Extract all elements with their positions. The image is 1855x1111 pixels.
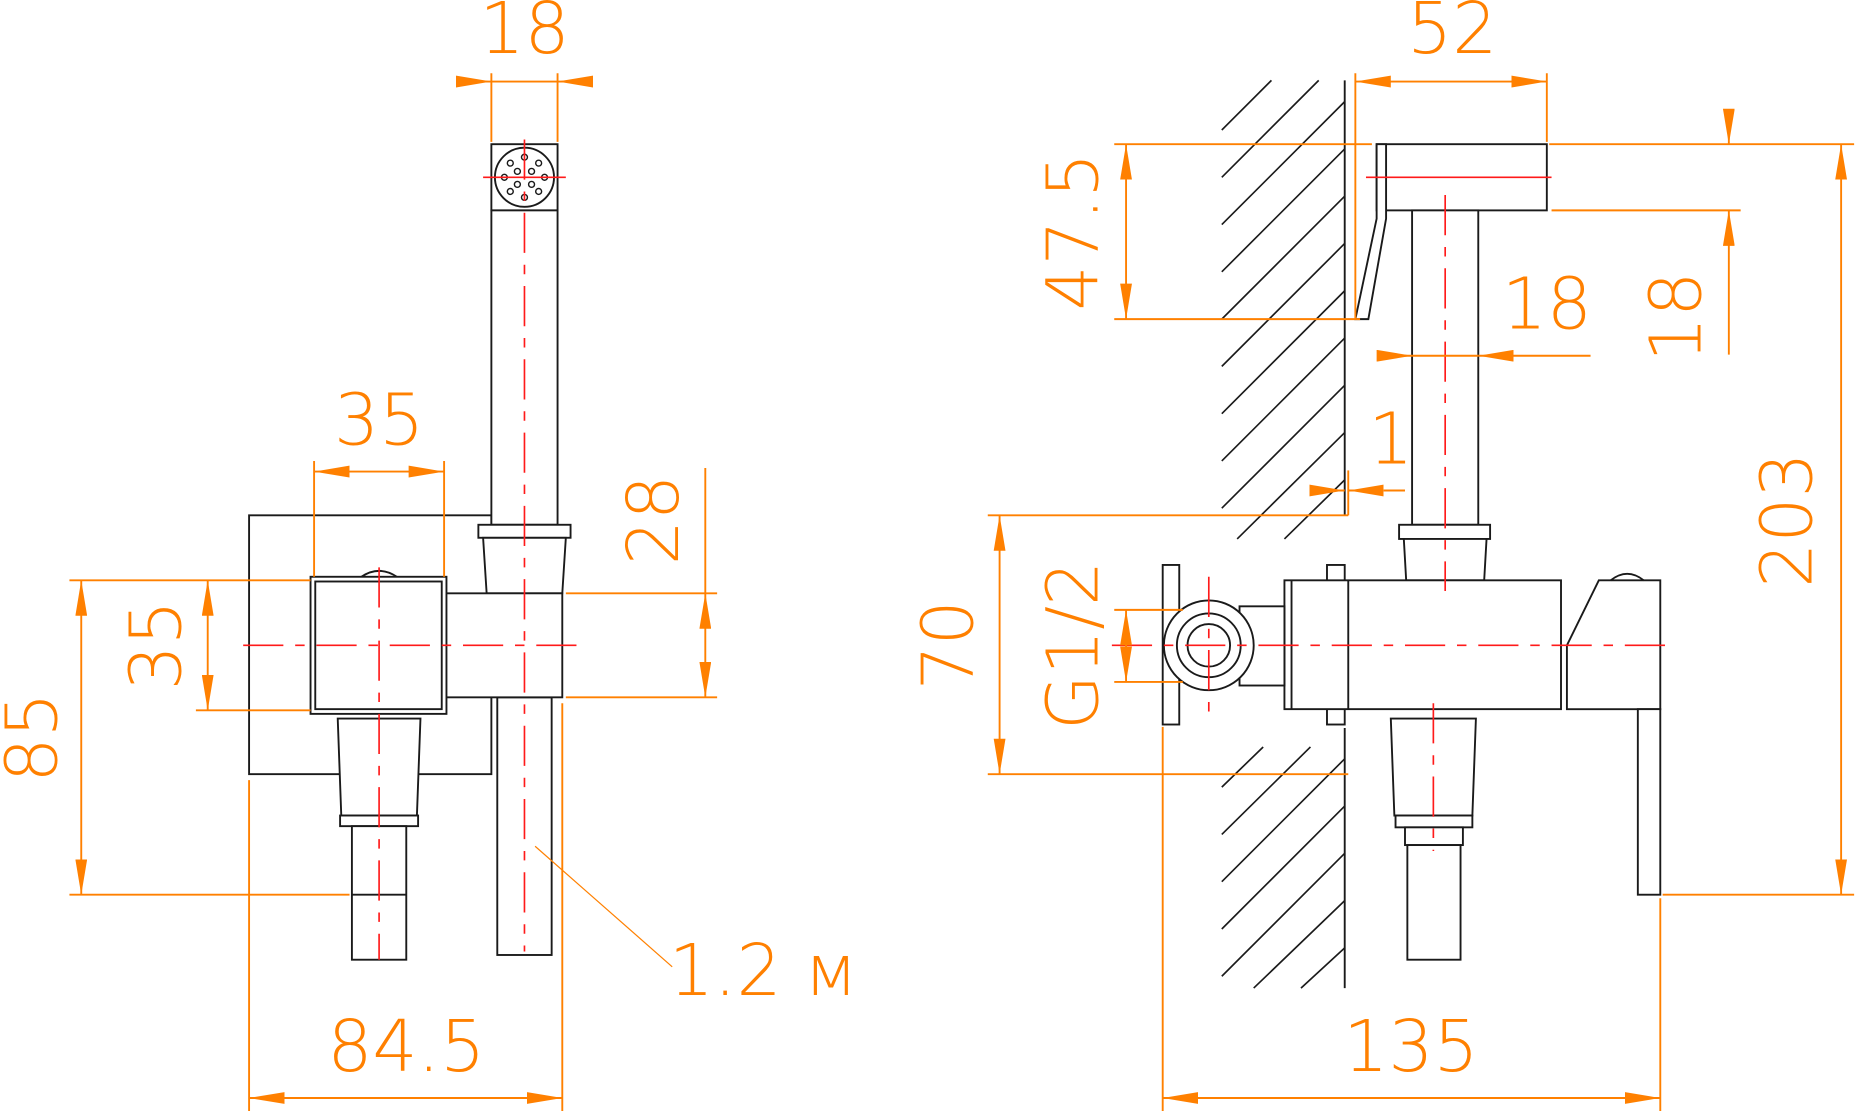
side-view: 52 47.5 18 18 203 1 70 G1 [906,0,1855,1111]
dim-wall-gap: 1 [1368,397,1413,480]
dim-total-depth: 135 [1343,1005,1478,1088]
dim-holder-height: 47.5 [1032,153,1115,311]
front-centerlines [243,139,577,960]
dim-total-height: 85 [0,692,73,782]
dim-outlet-height: 28 [612,475,695,565]
dim-tube-width: 18 [1502,263,1592,346]
dim-total-height-side: 203 [1746,452,1829,587]
side-dimensions: 52 47.5 18 18 203 1 70 G1 [906,0,1855,1111]
dim-plate-width: 84.5 [327,1005,485,1088]
dim-valve-width: 35 [334,378,424,461]
lever-handle [1636,708,1662,896]
dim-thread: G1/2 [1032,561,1115,730]
dim-valve-height: 35 [115,600,198,690]
wall-hatching [1221,79,1346,989]
side-centerlines [1111,176,1674,851]
front-outline [248,143,572,961]
hose-length-label: 1.2 м [669,929,858,1012]
side-outline [1161,143,1662,961]
dim-head-thickness: 18 [1634,272,1717,362]
dim-head-width: 18 [479,0,569,70]
dim-plate-height: 70 [906,600,989,690]
front-dimensions: 18 35 35 85 28 84.5 1.2 м [0,0,858,1111]
front-view: 18 35 35 85 28 84.5 1.2 м [0,0,858,1111]
dim-holder-depth: 52 [1407,0,1497,70]
hose-side [1406,844,1462,961]
wall-holder [1354,143,1388,321]
wall-section [1221,79,1346,989]
